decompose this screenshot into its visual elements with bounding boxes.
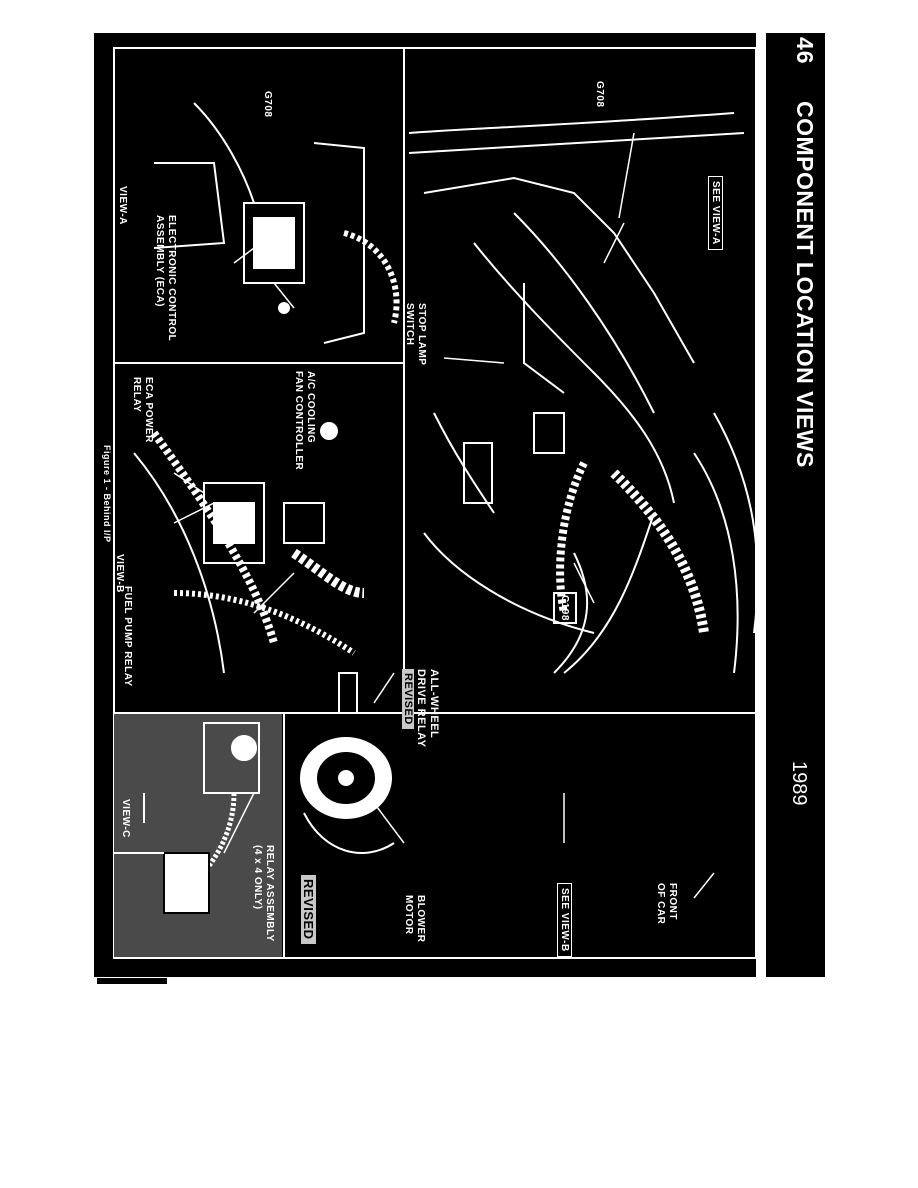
revised-big-badge: REVISED <box>301 875 316 944</box>
view-a-art <box>153 102 400 344</box>
view-c-label: VIEW-C <box>120 799 131 838</box>
diagram-sheet: G708 G708 SEE VIEW-A STOP LAMP SWITCH C1… <box>94 33 825 977</box>
eca-line-2: ASSEMBLY (ECA) <box>154 215 165 308</box>
revised-big-text: REVISED <box>301 875 316 944</box>
fuel-pump-relay-label: FUEL PUMP RELAY <box>122 586 133 687</box>
eca-line-1: ELECTRONIC CONTROL <box>166 215 177 342</box>
eca-power-relay-label: ECA POWER RELAY <box>130 377 154 443</box>
eca-label: ELECTRONIC CONTROL ASSEMBLY (ECA) <box>153 215 177 341</box>
relay-assembly-label: RELAY ASSEMBLY (4 x 4 ONLY) <box>251 845 275 942</box>
c198-label: C198 <box>559 595 570 621</box>
view-a-label: VIEW-A <box>117 186 128 225</box>
revised-small-badge: REVISED <box>402 669 414 729</box>
awd-relay-label: ALL-WHEEL DRIVE RELAY REVISED <box>401 669 440 747</box>
blower-motor-line-1: BLOWER <box>415 895 426 943</box>
front-of-car-line-1: FRONT <box>667 883 678 920</box>
view-c-art <box>114 714 282 957</box>
header-gap <box>756 33 766 977</box>
see-view-a-label: SEE VIEW-A <box>708 176 723 250</box>
relay-assembly-line-2: (4 x 4 ONLY) <box>252 845 263 910</box>
page-number: 46 <box>792 37 818 65</box>
stop-lamp-switch-label: STOP LAMP SWITCH <box>403 303 427 365</box>
blower-motor-label: BLOWER MOTOR <box>402 895 426 942</box>
ac-fan-line-2: FAN CONTROLLER <box>293 371 304 471</box>
main-view-art <box>408 112 759 674</box>
g708-label-main: G708 <box>594 81 605 108</box>
front-of-car-line-2: OF CAR <box>655 883 666 925</box>
model-year: 1989 <box>788 761 810 806</box>
relay-assembly-line-1: RELAY ASSEMBLY <box>264 845 275 942</box>
view-b-label: VIEW-B <box>114 554 125 593</box>
blower-motor-art <box>300 672 395 854</box>
g708-label-view-a: G708 <box>262 91 273 118</box>
awd-relay-line-1: ALL-WHEEL <box>428 669 440 739</box>
blower-motor-line-2: MOTOR <box>403 895 414 935</box>
stop-lamp-switch-line-1: STOP LAMP <box>416 303 427 366</box>
view-b-art <box>133 422 365 674</box>
stop-lamp-switch-line-2: SWITCH <box>404 303 415 346</box>
awd-relay-line-2: DRIVE RELAY <box>415 669 427 748</box>
component-diagram-artwork <box>113 47 759 959</box>
figure-caption: Figure 1 - Behind I/P <box>102 445 112 543</box>
see-view-b-label: SEE VIEW-B <box>557 883 572 957</box>
front-of-car-label: FRONT OF CAR <box>654 883 678 924</box>
eca-power-line-2: RELAY <box>131 377 142 413</box>
ac-fan-controller-label: A/C COOLING FAN CONTROLLER <box>292 371 316 470</box>
footer-mark <box>97 978 167 984</box>
header-band: 46 COMPONENT LOCATION VIEWS 1989 <box>766 33 825 977</box>
page-title: COMPONENT LOCATION VIEWS <box>792 101 818 468</box>
ac-fan-line-1: A/C COOLING <box>305 371 316 444</box>
leader-lines <box>173 132 715 899</box>
eca-power-line-1: ECA POWER <box>143 377 154 443</box>
view-b-border <box>113 363 284 714</box>
